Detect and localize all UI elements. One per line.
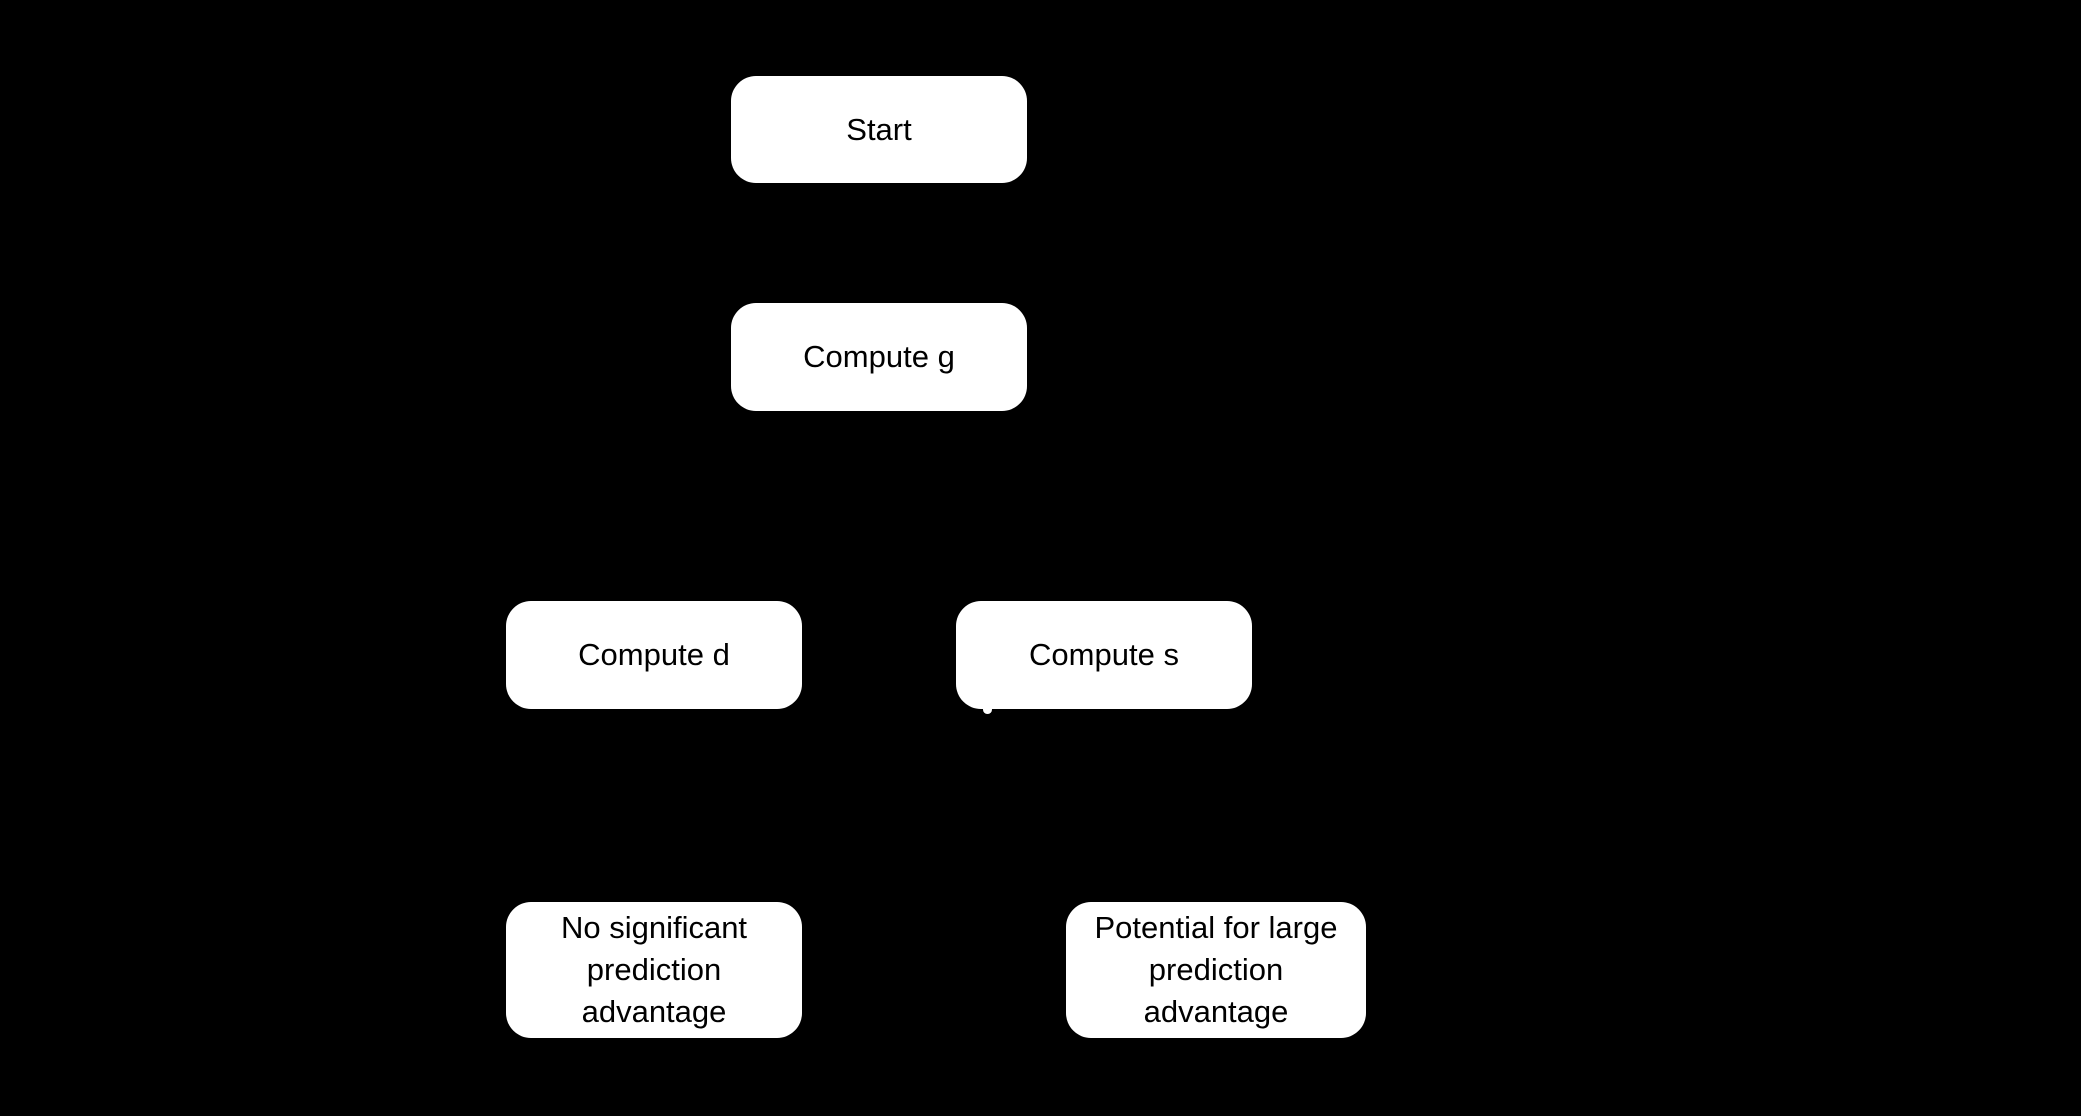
node-outcome-large-advantage: Potential for large prediction advantage: [1066, 902, 1366, 1038]
node-compute-s: Compute s: [956, 601, 1252, 709]
node-start: Start: [731, 76, 1027, 183]
node-compute-g: Compute g: [731, 303, 1027, 411]
node-outcome-no-advantage: No significant prediction advantage: [506, 902, 802, 1038]
render-artifact-dot: [983, 703, 992, 714]
node-compute-d: Compute d: [506, 601, 802, 709]
